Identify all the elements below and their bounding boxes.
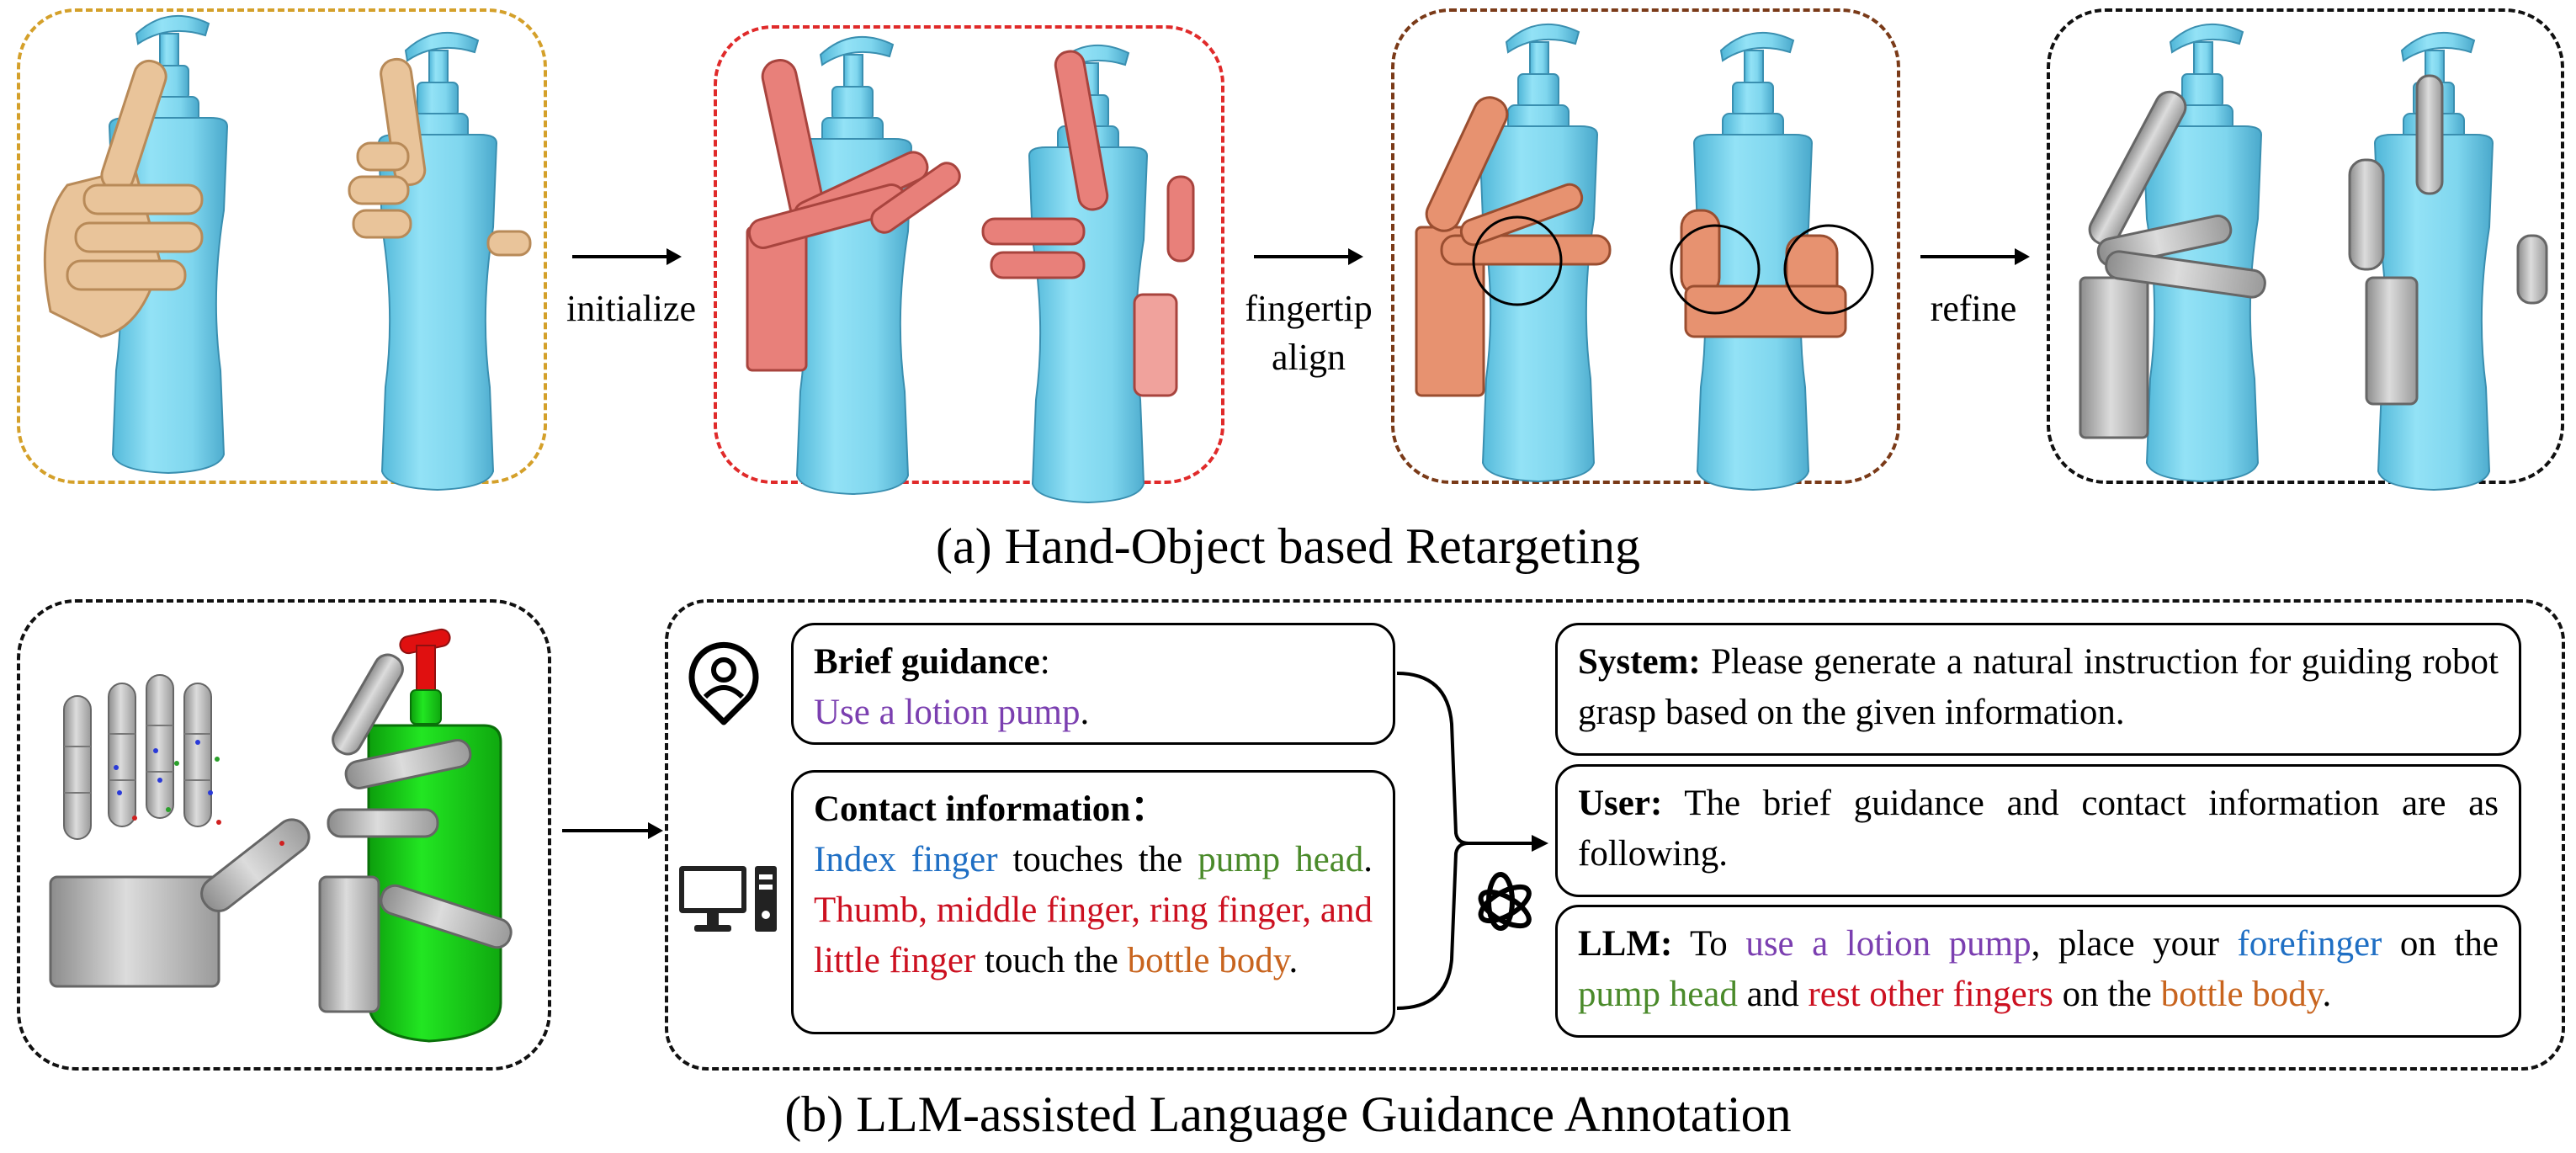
contact-information-box: Contact information： Index finger touche… [791,770,1395,1034]
contact-information-title: Contact information [814,789,1131,829]
contact-other-fingers: Thumb, middle finger, ring finger, and l… [814,890,1373,980]
contact-text-6: touch the [975,941,1128,980]
label-initialize: initialize [566,288,696,329]
panel-fingertip-align [1391,8,1900,484]
llm-text-9: on the [2053,975,2161,1014]
panel-human-grasp [17,8,547,484]
contact-text-2: touches the [997,840,1198,879]
arrow-to-annotation [562,822,663,839]
contact-information-colon: ： [1130,789,1167,829]
llm-rest-other-fingers: rest other fingers [1808,975,2053,1014]
brief-guidance-title: Brief guidance [814,642,1040,682]
system-prompt-box: System: Please generate a natural instru… [1555,623,2521,756]
contact-pump-head: pump head [1198,840,1364,879]
caption-retargeting: (a) Hand-Object based Retargeting [936,518,1640,574]
refined-robot-hand-illustration [2079,23,2548,491]
brief-guidance-colon: : [1039,642,1050,682]
llm-text-7: and [1737,975,1809,1014]
contact-text-4: . [1363,840,1373,879]
llm-text-1: To [1672,924,1746,964]
label-refine: refine [1930,288,2017,329]
panel-refine [2047,8,2564,484]
brace-connector [1396,672,1548,1010]
contact-text-8: . [1288,941,1299,980]
caption-llm-annotation: (b) LLM-assisted Language Guidance Annot… [784,1087,1792,1142]
label-align: align [1272,337,1346,378]
contact-index-finger: Index finger [814,840,998,879]
openai-icon [1478,872,1532,931]
user-pin-icon [688,641,759,725]
panel-llm-annotation [665,599,2565,1071]
llm-label: LLM: [1578,924,1673,964]
label-fingertip: fingertip [1245,288,1373,329]
llm-response-box: LLM: To use a lotion pump, place your fo… [1555,905,2521,1038]
user-prompt-box: User: The brief guidance and contact inf… [1555,764,2521,897]
llm-text-5: on the [2382,924,2499,964]
user-label: User: [1578,784,1663,823]
llm-use-lotion-pump: use a lotion pump [1745,924,2032,964]
panel-initialize [714,25,1224,484]
contact-hand-illustration [49,628,513,1043]
llm-text-3: , place your [2031,924,2238,964]
system-label: System: [1578,642,1701,682]
user-text: The brief guidance and contact informati… [1578,784,2499,874]
brief-guidance-text: Use a lotion pump [814,693,1081,732]
system-text: Please generate a natural instruction fo… [1578,642,2499,732]
llm-forefinger: forefinger [2237,924,2382,964]
panel-contact-hand [17,599,551,1071]
arrow-fingertip-align [1254,248,1363,265]
human-grasp-illustration [43,14,532,491]
computer-icon [679,866,777,932]
llm-text-11: . [2322,975,2332,1014]
llm-bottle-body: bottle body [2160,975,2323,1014]
brief-guidance-box: Brief guidance: Use a lotion pump. [791,623,1395,745]
contact-bottle-body: bottle body [1127,941,1289,980]
arrow-refine [1920,248,2030,265]
initialized-robot-hand-illustration [746,35,1195,504]
brief-guidance-end: . [1080,693,1090,732]
llm-pump-head: pump head [1578,975,1738,1014]
aligned-robot-hand-illustration [1415,23,1874,491]
contact-information-text: Index finger touches the pump head. Thum… [814,835,1373,986]
arrow-initialize [572,248,682,265]
